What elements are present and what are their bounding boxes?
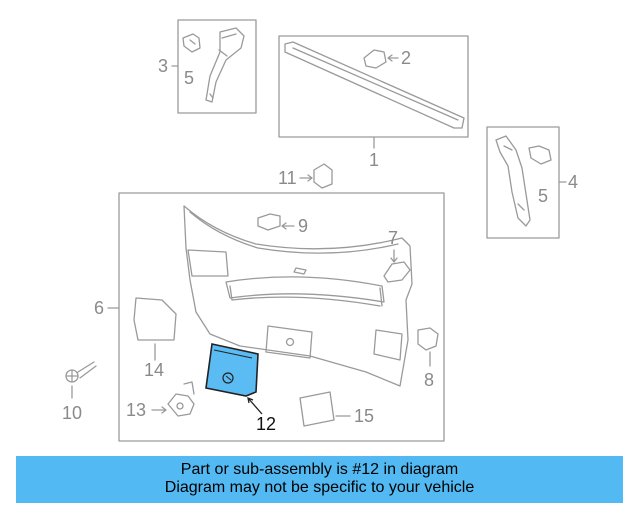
callout-15: 15 bbox=[354, 406, 374, 426]
clip-11 bbox=[313, 163, 333, 189]
pillar-trim-right bbox=[495, 135, 531, 227]
callout-9: 9 bbox=[298, 216, 308, 236]
upper-molding bbox=[284, 41, 465, 129]
bracket-8 bbox=[417, 327, 439, 351]
highlighted-part-12[interactable] bbox=[205, 343, 259, 397]
pillar-trim-left bbox=[205, 27, 245, 103]
banner-line-2: Diagram may not be specific to your vehi… bbox=[164, 479, 475, 496]
info-banner: Part or sub-assembly is #12 in diagram D… bbox=[16, 456, 623, 503]
callout-8: 8 bbox=[424, 370, 434, 390]
arrow-2 bbox=[387, 54, 399, 62]
callout-3: 3 bbox=[158, 56, 168, 76]
callout-13: 13 bbox=[126, 400, 146, 420]
callout-12: 12 bbox=[256, 414, 276, 434]
clip-9 bbox=[257, 213, 281, 231]
callout-4: 4 bbox=[568, 172, 578, 192]
callout-7: 7 bbox=[388, 228, 398, 248]
hook-13 bbox=[167, 381, 195, 417]
clip-5-upper-left bbox=[182, 33, 201, 53]
leader-11 bbox=[299, 174, 313, 182]
banner-line-1: Part or sub-assembly is #12 in diagram bbox=[180, 461, 459, 478]
part-6-box bbox=[118, 192, 445, 442]
callout-2: 2 bbox=[401, 48, 411, 68]
callout-10: 10 bbox=[62, 403, 82, 423]
door-trim-panel bbox=[183, 205, 413, 387]
arrow-12 bbox=[247, 396, 263, 415]
part-3-box bbox=[177, 19, 257, 114]
callout-5-upper: 5 bbox=[184, 68, 194, 88]
arrow-13 bbox=[151, 406, 167, 414]
callout-1: 1 bbox=[369, 150, 379, 170]
arrow-9 bbox=[281, 222, 295, 230]
callout-5-right: 5 bbox=[538, 186, 548, 206]
trim-pad-14 bbox=[133, 297, 177, 341]
bracket-7 bbox=[383, 261, 411, 283]
part-1-box bbox=[278, 35, 469, 138]
clip-2 bbox=[363, 49, 387, 69]
clip-5-right bbox=[528, 145, 552, 165]
callout-14: 14 bbox=[144, 360, 164, 380]
screw-10 bbox=[65, 361, 97, 383]
pad-15 bbox=[299, 391, 335, 427]
arrow-7 bbox=[390, 249, 398, 263]
parts-diagram: 1 2 3 4 5 5 6 7 8 9 10 11 12 13 14 15 bbox=[62, 19, 578, 442]
callout-11: 11 bbox=[278, 168, 297, 188]
callout-6: 6 bbox=[94, 298, 104, 318]
